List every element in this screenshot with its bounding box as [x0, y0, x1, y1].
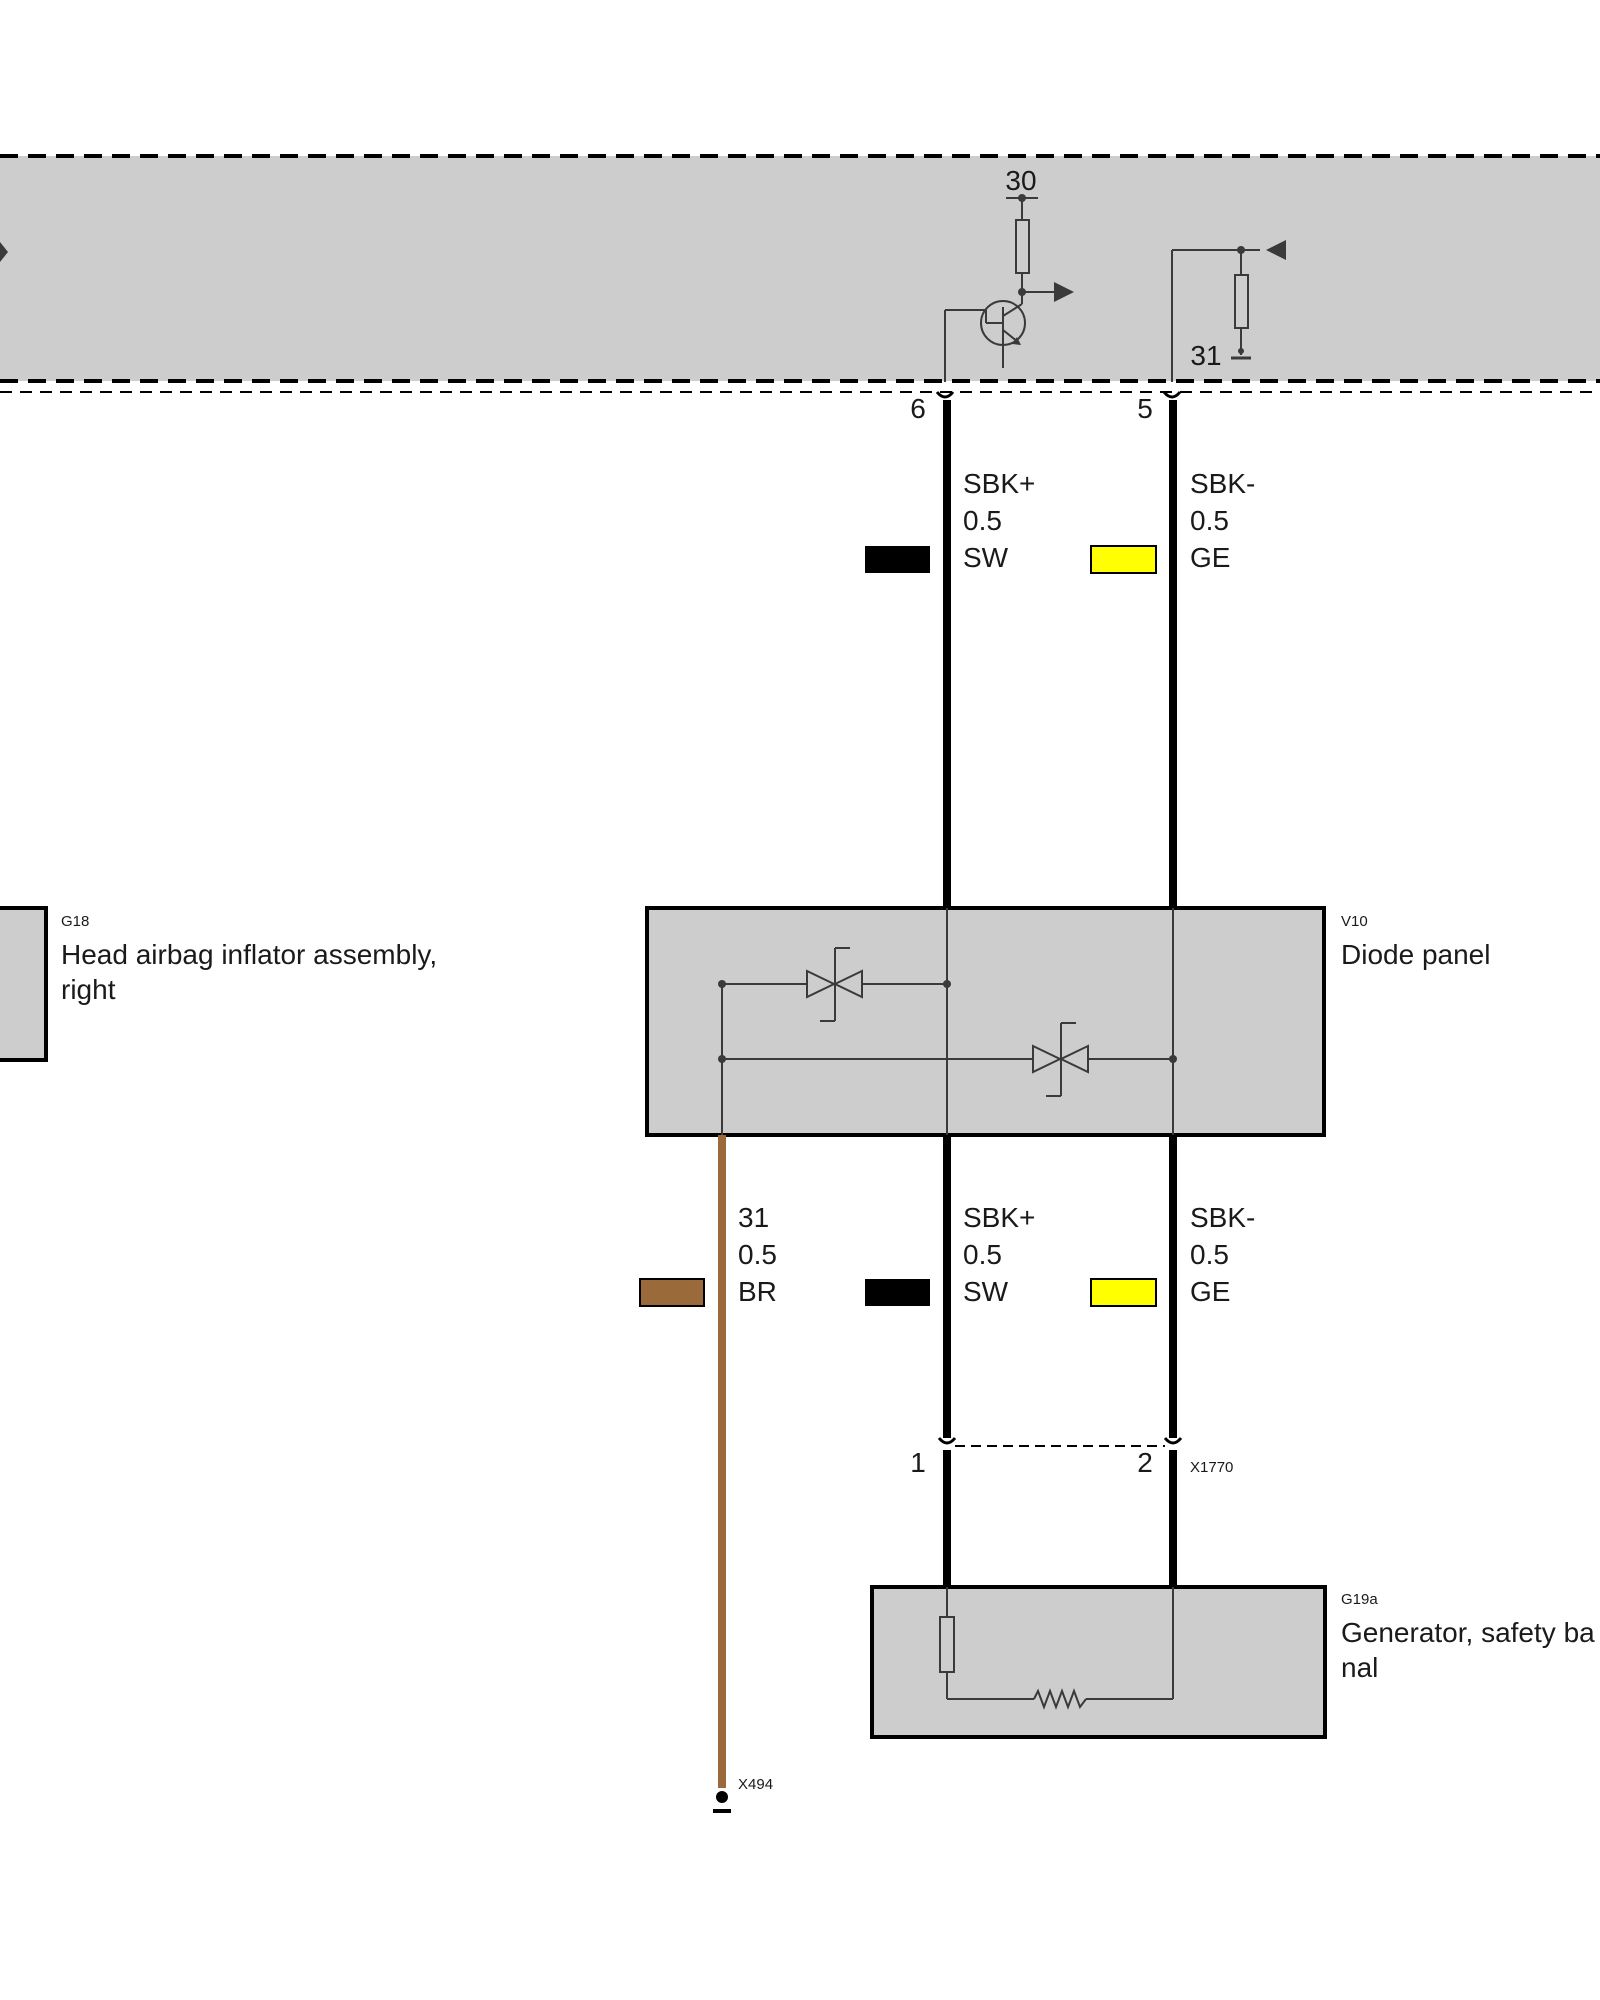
wire-labels-upper: SBK+ 0.5 SW SBK- 0.5 GE: [865, 468, 1255, 574]
g19a-name-line2: nal: [1341, 1652, 1378, 1683]
wire-color-swatch-yellow: [1090, 545, 1157, 574]
wire-color-swatch-black: [865, 546, 930, 573]
g18-name-line1: Head airbag inflator assembly,: [61, 939, 437, 970]
left-signal-arrow-icon: [0, 242, 8, 262]
wire-color-swatch-brown: [639, 1278, 705, 1307]
wire-labels-lower: 31 0.5 BR SBK+ 0.5 SW SBK- 0.5 GE: [639, 1202, 1255, 1307]
connector-code: X1770: [1190, 1459, 1233, 1476]
heating-element-icon: [1033, 1688, 1087, 1710]
tvs-diode-icon: [806, 947, 863, 1022]
wire-signal-label: SBK+: [963, 1202, 1035, 1233]
g18-code: G18: [61, 913, 89, 930]
input-arrow-icon: [1266, 240, 1286, 260]
connector-top: 6 5: [910, 391, 1182, 424]
pin-2-label: 2: [1137, 1447, 1153, 1478]
wire-color-code-label: GE: [1190, 542, 1230, 573]
top-control-module: 30 31: [0, 154, 1600, 393]
wire-signal-label: SBK+: [963, 468, 1035, 499]
wire-color-code-label: SW: [963, 542, 1009, 573]
g19a-name-line1: Generator, safety ba: [1341, 1617, 1595, 1648]
wire-signal-label: 31: [738, 1202, 769, 1233]
wire-size-label: 0.5: [1190, 1239, 1229, 1270]
wire-color-code-label: SW: [963, 1276, 1009, 1307]
wire-color-code-label: GE: [1190, 1276, 1230, 1307]
supply-30-label: 30: [1005, 165, 1036, 196]
wire-color-swatch-black: [865, 1279, 930, 1306]
wire-signal-label: SBK-: [1190, 468, 1255, 499]
pin1-socket-icon: [937, 1437, 957, 1445]
v10-box: [645, 906, 1326, 1137]
wire-size-label: 0.5: [963, 1239, 1002, 1270]
pin5-socket-icon: [1162, 391, 1182, 399]
pin-1-label: 1: [910, 1447, 926, 1478]
wire-color-code-label: BR: [738, 1276, 777, 1307]
top-module-body: [0, 156, 1600, 381]
ground-point-icon: [716, 1791, 728, 1803]
pin-6-label: 6: [910, 393, 926, 424]
ground-31-label: 31: [1190, 340, 1221, 371]
pin-5-label: 5: [1137, 393, 1153, 424]
output-arrow-icon: [1054, 282, 1074, 302]
transistor-icon: [945, 292, 1026, 368]
v10-code: V10: [1341, 913, 1368, 930]
component-g19a-generator: G19a Generator, safety ba nal: [870, 1585, 1595, 1739]
tvs-diode-icon: [1032, 1022, 1089, 1097]
component-v10-diode-panel: V10 Diode panel: [645, 906, 1490, 1137]
component-g18: G18 Head airbag inflator assembly, right: [0, 906, 437, 1062]
g19a-code: G19a: [1341, 1591, 1378, 1608]
v10-name: Diode panel: [1341, 939, 1490, 970]
wire-size-label: 0.5: [1190, 505, 1229, 536]
wire-size-label: 0.5: [963, 505, 1002, 536]
pin6-socket-icon: [935, 391, 955, 399]
wire-color-swatch-yellow: [1090, 1278, 1157, 1307]
ground-point-x494: X494: [713, 1776, 773, 1813]
wire-size-label: 0.5: [738, 1239, 777, 1270]
g18-box: [0, 906, 48, 1062]
g18-name-line2: right: [61, 974, 116, 1005]
ground-point-code: X494: [738, 1776, 773, 1793]
connector-x1770: 1 2 X1770: [910, 1437, 1233, 1478]
wire-signal-label: SBK-: [1190, 1202, 1255, 1233]
pin2-socket-icon: [1163, 1437, 1183, 1445]
